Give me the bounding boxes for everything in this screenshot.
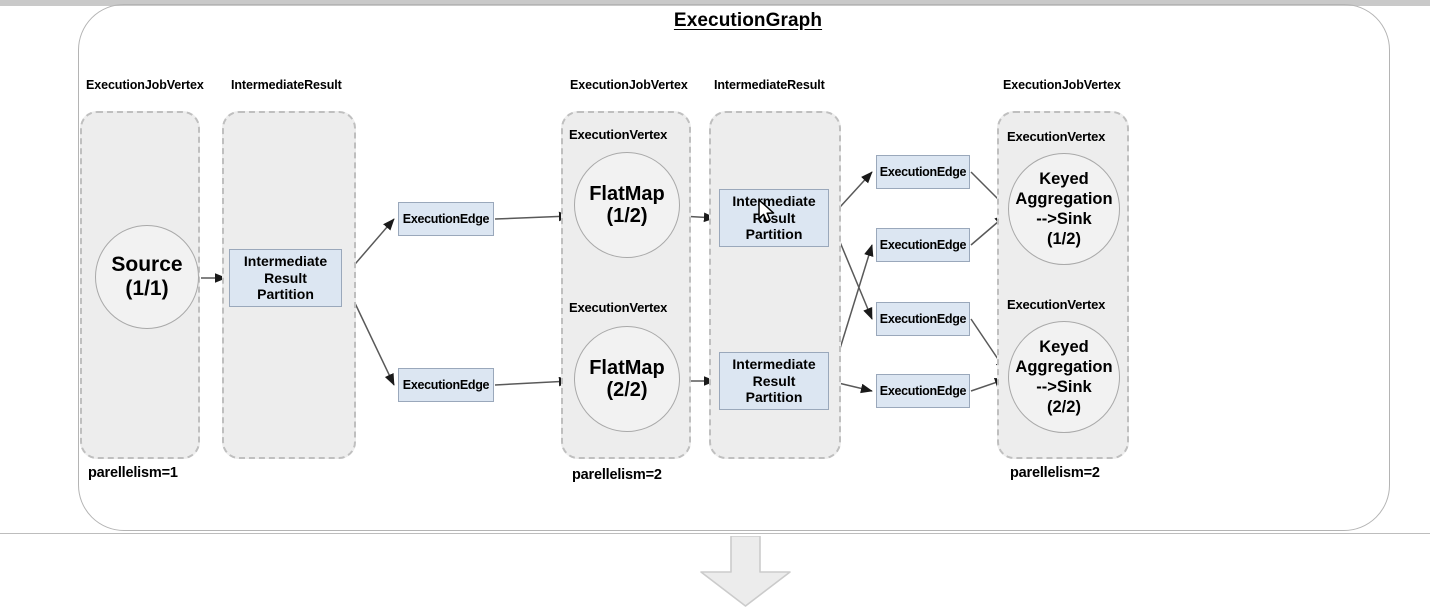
parallelism-label-sink: parellelism=2	[1010, 465, 1100, 481]
node-source-label: Source(1/1)	[111, 253, 183, 300]
section-divider	[0, 533, 1430, 534]
execution-vertex-label: ExecutionVertex	[1007, 129, 1106, 144]
node-flatmap-1[interactable]: FlatMap(1/2)	[574, 152, 680, 258]
downward-flow-arrow	[700, 536, 791, 607]
node-flatmap-2-label: FlatMap(2/2)	[589, 356, 665, 401]
parallelism-label-flatmap: parellelism=2	[572, 467, 662, 483]
execution-vertex-label: ExecutionVertex	[1007, 297, 1106, 312]
execution-edge-3[interactable]: ExecutionEdge	[876, 155, 970, 189]
execution-edge-4[interactable]: ExecutionEdge	[876, 228, 970, 262]
execution-edge-1[interactable]: ExecutionEdge	[398, 202, 494, 236]
parallelism-label-source: parellelism=1	[88, 465, 178, 481]
execution-vertex-label: ExecutionVertex	[569, 300, 668, 315]
node-flatmap-1-label: FlatMap(1/2)	[589, 182, 665, 227]
page-title: ExecutionGraph	[673, 10, 823, 31]
execution-graph-frame	[78, 4, 1390, 531]
node-source[interactable]: Source(1/1)	[95, 225, 199, 329]
column-label: IntermediateResult	[231, 78, 342, 92]
execution-edge-5[interactable]: ExecutionEdge	[876, 302, 970, 336]
execution-edge-2[interactable]: ExecutionEdge	[398, 368, 494, 402]
column-label: IntermediateResult	[714, 78, 825, 92]
execution-edge-6[interactable]: ExecutionEdge	[876, 374, 970, 408]
column-label: ExecutionJobVertex	[1003, 78, 1121, 92]
node-flatmap-2[interactable]: FlatMap(2/2)	[574, 326, 680, 432]
column-label: ExecutionJobVertex	[86, 78, 204, 92]
execution-vertex-label: ExecutionVertex	[569, 127, 668, 142]
column-label: ExecutionJobVertex	[570, 78, 688, 92]
top-chrome-strip	[0, 0, 1430, 6]
